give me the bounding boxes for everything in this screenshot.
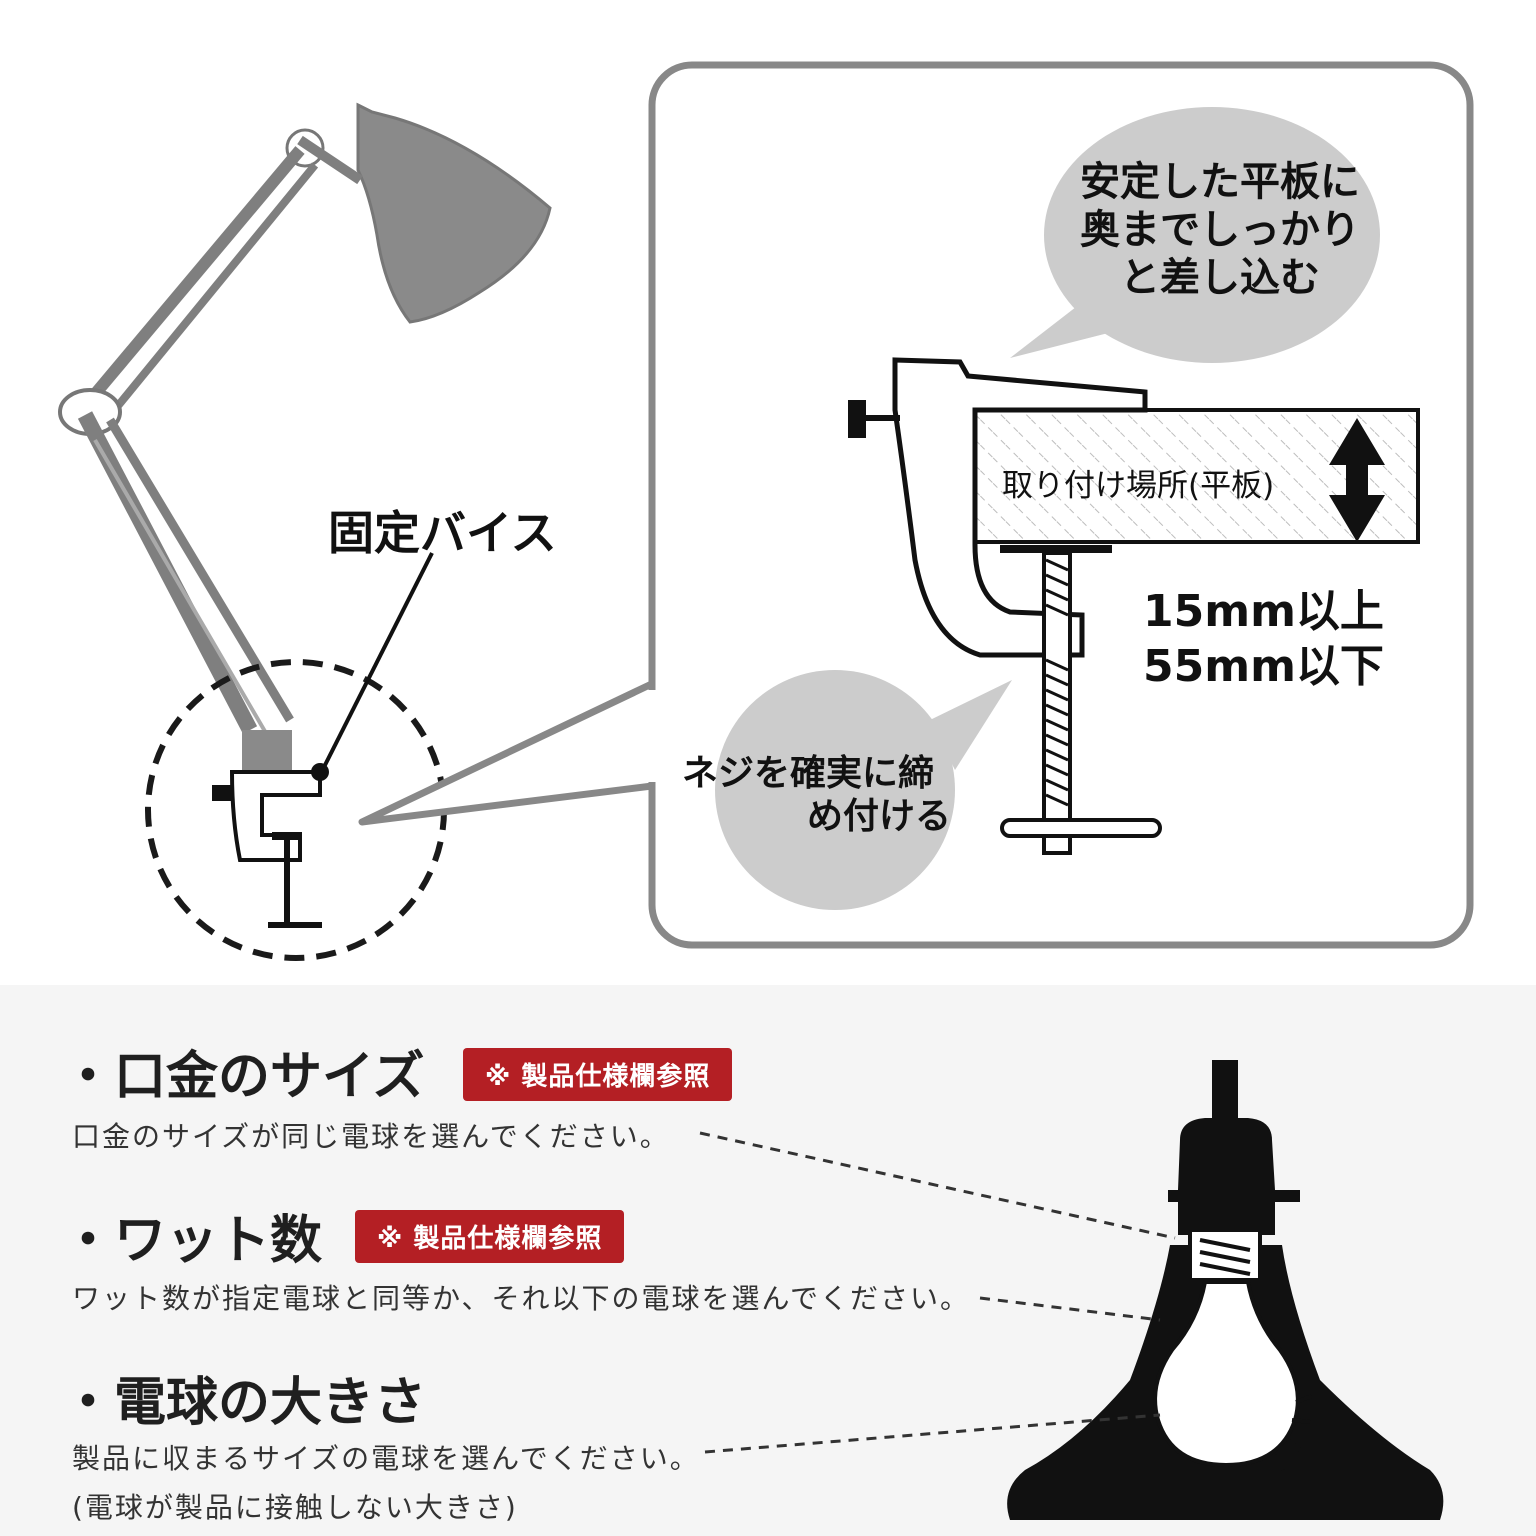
vise-label: 固定バイス (328, 506, 557, 560)
thickness-max: 55mm以下 (1143, 641, 1384, 692)
leader-lines (699, 1131, 1176, 1454)
spec-title-socket: ・口金のサイズ (62, 1047, 425, 1107)
speech-bubble-screw (715, 670, 1012, 910)
thickness-arrow (1329, 418, 1385, 542)
large-clamp (848, 357, 1162, 855)
lamp-bulb-illustration (1007, 1060, 1444, 1520)
board-label: 取り付け場所(平板) (1002, 468, 1275, 504)
detail-panel-pointer (358, 676, 664, 826)
speech-bubble-insert (1010, 107, 1380, 363)
small-clamp (212, 730, 322, 928)
spec-desc-socket: 口金のサイズが同じ電球を選んでください。 (72, 1120, 670, 1153)
spec-badge-wattage: ※ 製品仕様欄参照 (355, 1210, 625, 1263)
bubble-insert-text: 安定した平板に 奥までしっかり と差し込む (1080, 159, 1360, 301)
spec-title-bulb-size: ・電球の大きさ (62, 1373, 427, 1433)
spec-badge-socket: ※ 製品仕様欄参照 (463, 1048, 733, 1101)
spec-desc-bulb-size: 製品に収まるサイズの電球を選んでください。 (72, 1442, 700, 1475)
spec-note-bulb-size: (電球が製品に接触しない大きさ) (72, 1491, 518, 1524)
spec-title-wattage: ・ワット数 (62, 1211, 323, 1271)
thickness-min: 15mm以上 (1143, 586, 1384, 637)
lamp-shade (356, 102, 552, 324)
desk-lamp-illustration (58, 102, 552, 742)
bubble-screw-text: ネジを確実に締 め付ける (682, 753, 952, 838)
spec-desc-wattage: ワット数が指定電球と同等か、それ以下の電球を選んでください。 (72, 1282, 971, 1315)
